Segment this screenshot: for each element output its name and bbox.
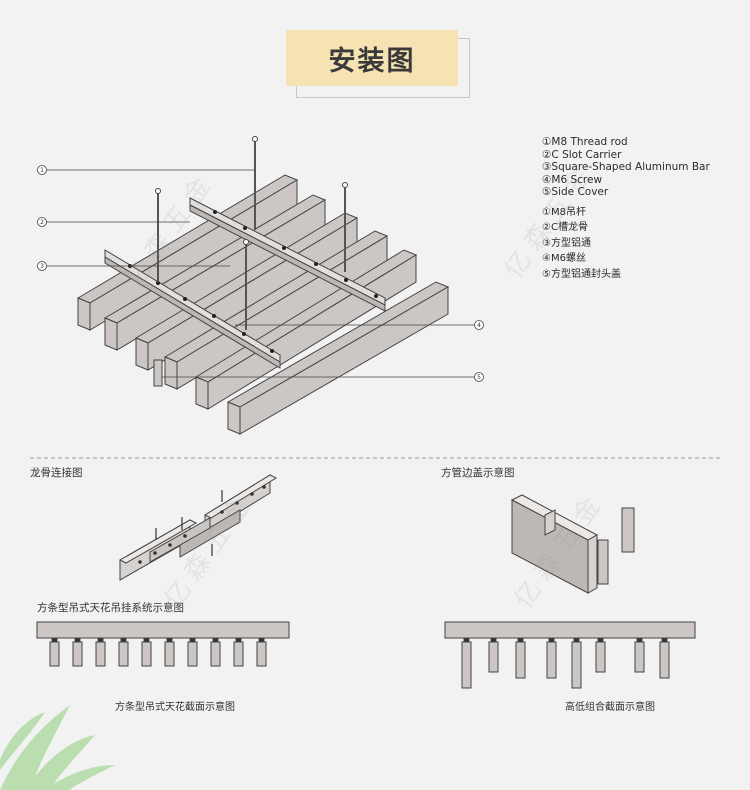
- ceiling-slat: [546, 641, 557, 679]
- ceiling-slat: [634, 641, 645, 673]
- slat-connector: [97, 637, 104, 643]
- ceiling-slat: [72, 641, 83, 667]
- callout-4: 4: [477, 322, 481, 329]
- leaf-decoration: [0, 705, 115, 790]
- keel-connection-screws: [155, 490, 223, 556]
- keel-connection-holes: [138, 485, 266, 564]
- slat-connector: [235, 637, 242, 643]
- callout-2: 2: [40, 219, 44, 226]
- ceiling-slat: [233, 641, 244, 667]
- ceiling-slat: [595, 641, 606, 673]
- c-slot-carrier-2: [189, 197, 386, 312]
- hanging-system-left: [36, 621, 290, 639]
- slat-connector: [490, 637, 497, 643]
- hanging-system-left-slats: [49, 637, 267, 667]
- caption-section-left: 方条型吊式天花截面示意图: [115, 702, 235, 713]
- legend-item-thread-rod-zh: ①M8吊杆: [542, 206, 586, 218]
- slat-connector: [661, 637, 668, 643]
- legend: ①M8 Thread rod ②C Slot Carrier ③Square-S…: [542, 136, 742, 282]
- legend-item-side-cover-zh: ⑤方型铝通封头盖: [542, 268, 621, 280]
- aluminum-bar-6: [226, 281, 450, 435]
- hanging-system-right: [444, 621, 696, 639]
- slat-connector: [74, 637, 81, 643]
- section-title-keel-connection: 龙骨连接图: [30, 467, 83, 479]
- legend-item-aluminum-bar-zh: ③方型铝通: [542, 237, 591, 249]
- section-title-end-cap: 方管边盖示意图: [441, 467, 515, 479]
- ceiling-slat: [256, 641, 267, 667]
- slat-connector: [463, 637, 470, 643]
- legend-item-thread-rod: ①M8 Thread rod: [542, 136, 628, 148]
- slat-connector: [120, 637, 127, 643]
- ceiling-slat: [571, 641, 582, 689]
- caption-section-right: 高低组合截面示意图: [565, 702, 655, 713]
- c-slot-carriers: [104, 197, 386, 369]
- carrier-bolts: [128, 210, 378, 353]
- ceiling-slat: [659, 641, 670, 679]
- rod-caps: [155, 136, 348, 245]
- side-cover: [153, 359, 163, 387]
- ceiling-slat: [210, 641, 221, 667]
- slat-connector: [517, 637, 524, 643]
- slat-connector: [597, 637, 604, 643]
- legend-item-c-slot: ②C Slot Carrier: [542, 148, 622, 161]
- callout-3: 3: [40, 263, 44, 270]
- slat-connector: [258, 637, 265, 643]
- c-slot-carrier-1: [104, 249, 281, 369]
- slat-connector: [548, 637, 555, 643]
- thread-rods: [157, 140, 346, 330]
- ceiling-slat: [461, 641, 472, 689]
- ceiling-slat: [49, 641, 60, 667]
- slat-connector: [166, 637, 173, 643]
- slat-connector: [189, 637, 196, 643]
- page-title: 安装图: [328, 45, 416, 77]
- aluminum-bars: [76, 174, 450, 435]
- ceiling-slat: [488, 641, 499, 673]
- slat-connector: [143, 637, 150, 643]
- callout-markers: [37, 165, 484, 382]
- legend-item-side-cover: ⑤Side Cover: [542, 186, 609, 199]
- ceiling-slat: [141, 641, 152, 667]
- slat-connector: [212, 637, 219, 643]
- callout-5: 5: [477, 374, 481, 381]
- hanging-system-right-slats: [461, 637, 670, 689]
- legend-item-aluminum-bar: ③Square-Shaped Aluminum Bar: [542, 161, 710, 174]
- callout-1: 1: [40, 167, 44, 174]
- ceiling-slat: [118, 641, 129, 667]
- legend-item-screw-zh: ④M6螺丝: [542, 253, 586, 265]
- slat-connector: [636, 637, 643, 643]
- ceiling-slat: [164, 641, 175, 667]
- ceiling-slat: [187, 641, 198, 667]
- slat-connector: [51, 637, 58, 643]
- callout-leaders: [47, 169, 474, 378]
- ceiling-slat: [95, 641, 106, 667]
- end-cap-drawing: [510, 494, 635, 594]
- keel-connection-drawing: [118, 474, 278, 581]
- ceiling-slat: [515, 641, 526, 679]
- legend-item-screw: ④M6 Screw: [542, 173, 603, 186]
- slat-connector: [573, 637, 580, 643]
- legend-item-c-slot-zh: ②C槽龙骨: [542, 222, 588, 234]
- title-box: 安装图: [286, 30, 458, 86]
- section-title-hanging-system: 方条型吊式天花吊挂系统示意图: [37, 602, 184, 614]
